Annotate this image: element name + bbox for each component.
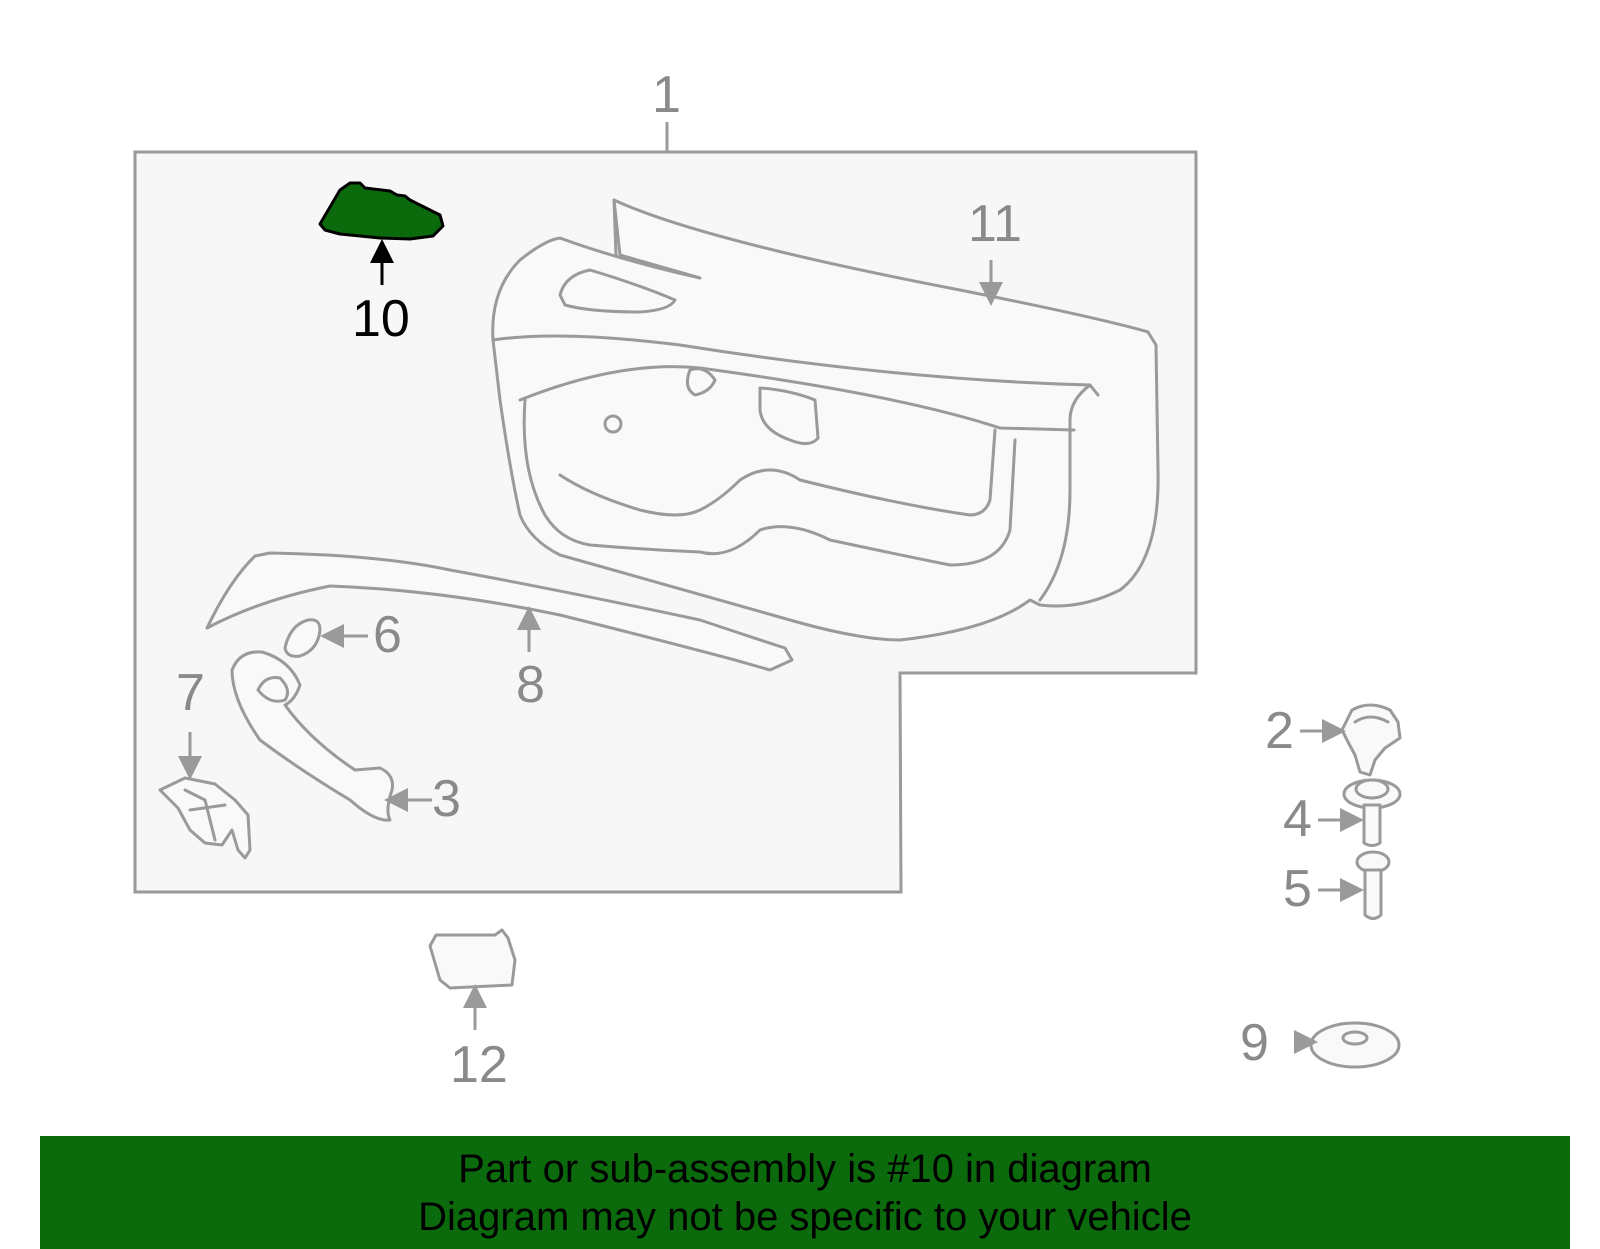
door-trim-panel-part-11[interactable] — [491, 198, 1160, 642]
pull-handle-part-3[interactable] — [230, 650, 394, 822]
armrest-strip-part-8[interactable] — [205, 551, 794, 672]
callout-12: 12 — [450, 1036, 508, 1094]
screw-washer-part-4[interactable] — [1342, 778, 1402, 847]
callout-8: 8 — [516, 656, 545, 714]
callout-9: 9 — [1240, 1014, 1269, 1072]
screw-part-5[interactable] — [1355, 850, 1391, 920]
callout-6: 6 — [373, 606, 402, 664]
callout-4: 4 — [1283, 790, 1312, 848]
info-banner: Part or sub-assembly is #10 in diagram D… — [40, 1136, 1570, 1249]
cover-part-12[interactable] — [428, 928, 517, 990]
bracket-part-7[interactable] — [158, 776, 252, 860]
callout-3: 3 — [432, 770, 461, 828]
callout-1: 1 — [652, 66, 681, 124]
trim-cover-part-10-highlighted[interactable] — [318, 181, 445, 241]
callout-10: 10 — [352, 290, 410, 348]
callout-7: 7 — [176, 664, 205, 722]
clip-part-2[interactable] — [1340, 703, 1402, 777]
banner-line-2: Diagram may not be specific to your vehi… — [418, 1194, 1192, 1239]
banner-line-1: Part or sub-assembly is #10 in diagram — [458, 1146, 1152, 1191]
callout-5: 5 — [1283, 860, 1312, 918]
grommet-part-9[interactable] — [1309, 1021, 1401, 1069]
callout-11: 11 — [968, 195, 1022, 253]
callout-2: 2 — [1265, 702, 1294, 760]
